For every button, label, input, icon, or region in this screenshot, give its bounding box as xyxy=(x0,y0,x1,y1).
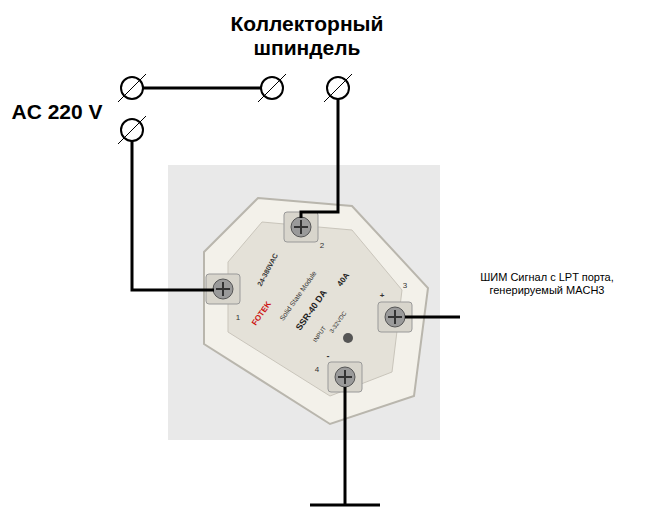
terminal-symbols xyxy=(121,77,349,141)
relay-body xyxy=(204,198,428,424)
pin-number: 1 xyxy=(236,313,240,322)
spindle-title: Коллекторный шпиндель xyxy=(207,12,407,60)
pin-polarity: + xyxy=(380,291,385,300)
pin-number: 2 xyxy=(320,241,324,250)
wires xyxy=(132,88,460,505)
signal-label: ШИМ Сигнал с LPT порта, генерируемый MAC… xyxy=(462,271,632,296)
relay-terminals xyxy=(206,212,412,392)
terminal-slashes xyxy=(118,74,352,144)
pin-number: 3 xyxy=(403,281,407,290)
photo-background xyxy=(168,165,440,440)
pin-polarity: - xyxy=(327,351,330,361)
pin-number: 4 xyxy=(315,365,319,374)
relay-top-panel xyxy=(228,222,402,396)
relay-led xyxy=(343,333,353,343)
supply-label: AC 220 V xyxy=(11,100,102,124)
